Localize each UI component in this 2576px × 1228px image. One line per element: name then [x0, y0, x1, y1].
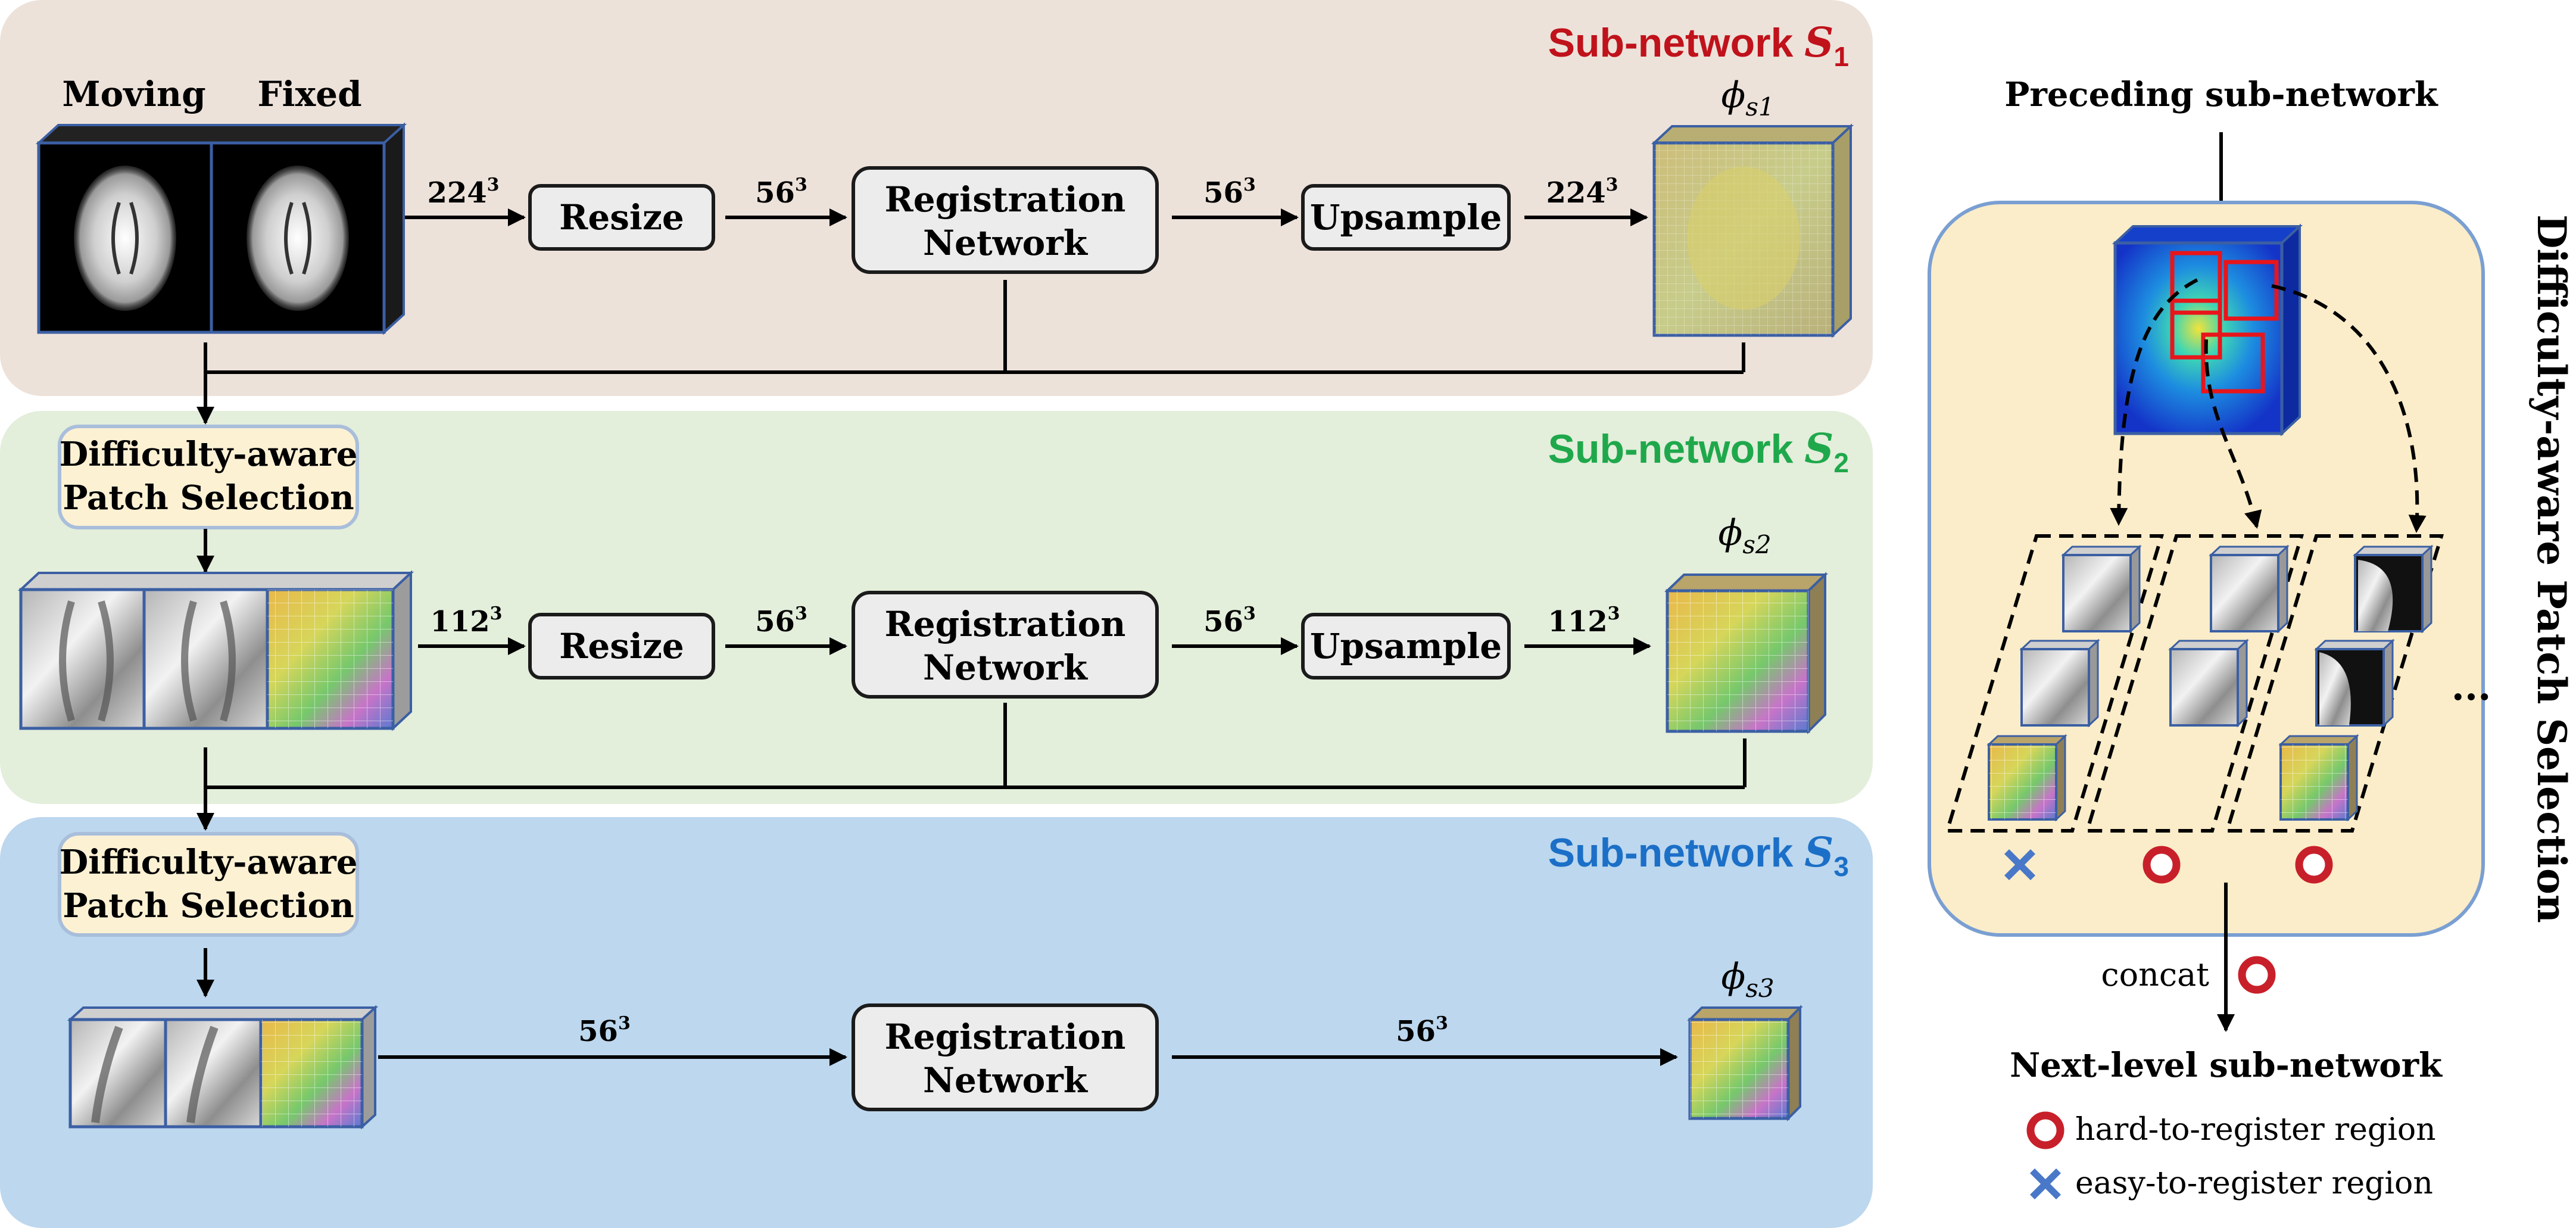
next-level-subnetwork-label: Next-level sub-network [2010, 1046, 2443, 1085]
size-label: 2243 [1546, 174, 1618, 210]
upsample-label-1: Upsample [1310, 197, 1502, 238]
legend-easy-marker [2030, 1168, 2061, 1199]
difficulty-heatmap-volume [2112, 223, 2303, 437]
resize-label-2: Resize [559, 626, 684, 666]
patch-group-1 [1944, 534, 2165, 833]
patch-group-2-volumes [2168, 544, 2290, 728]
patch-selection-box-2 [58, 832, 359, 937]
resize-label-1: Resize [559, 197, 684, 238]
subnetwork-s2-title: Sub-network S2 [1548, 425, 1849, 478]
deformation-field-s3 [1687, 1005, 1803, 1121]
resize-box-2 [528, 613, 715, 680]
deformation-field-s1 [1651, 123, 1854, 338]
size-label: 563 [755, 603, 807, 638]
more-groups-ellipsis: ... [2452, 665, 2491, 709]
phi-s3-label: ϕs3 [1721, 956, 1774, 1003]
concat-label: concat [2101, 956, 2209, 993]
size-label: 1123 [430, 603, 502, 638]
registration-network-box-3 [852, 1003, 1159, 1111]
patch-label-2b: Patch Selection [63, 886, 354, 925]
legend-hard-label: hard-to-register region [2075, 1112, 2436, 1148]
dashed-arrow-2 [2204, 339, 2262, 529]
phi-s2-label: ϕs2 [1718, 512, 1771, 559]
size-label: 563 [578, 1013, 631, 1048]
registration-label-1b: Network [923, 223, 1089, 263]
fixed-label: Fixed [257, 74, 361, 114]
registration-network-box-2 [852, 591, 1159, 699]
registration-label-3b: Network [923, 1060, 1089, 1101]
input-volume-3 [67, 1005, 379, 1130]
input-volume-2 [17, 570, 414, 731]
subnetwork-s3-title: Sub-network S3 [1548, 829, 1849, 882]
hard-marker-group-2 [2142, 846, 2181, 884]
size-label: 563 [1396, 1013, 1448, 1048]
registration-label-3a: Registration [885, 1017, 1126, 1057]
patch-selection-vertical-title: Difficulty-aware Patch Selection [2528, 214, 2575, 923]
hard-marker-concat [2238, 956, 2276, 994]
upsample-label-2: Upsample [1310, 626, 1502, 666]
resize-box-1 [528, 184, 715, 251]
subnetwork-s1-title: Sub-network S1 [1548, 19, 1849, 72]
size-label: 563 [1203, 174, 1256, 210]
legend-easy-label: easy-to-register region [2075, 1165, 2433, 1201]
deformation-field-s2 [1664, 572, 1828, 734]
legend-hard-marker [2026, 1111, 2064, 1149]
patch-label-2a: Difficulty-aware [60, 843, 358, 882]
patch-group-2 [2084, 534, 2304, 833]
moving-fixed-volume [35, 122, 407, 335]
patch-label-1a: Difficulty-aware [60, 435, 358, 474]
preceding-subnetwork-label: Preceding sub-network [2004, 75, 2438, 114]
size-label: 1123 [1548, 603, 1620, 638]
moving-label: Moving [62, 74, 205, 114]
phi-s1-label: ϕs1 [1721, 74, 1774, 121]
patch-group-3-volumes [2278, 544, 2434, 822]
size-label: 563 [1203, 603, 1256, 638]
size-label: 2243 [427, 174, 499, 210]
patch-group-1-volumes [1986, 544, 2142, 822]
upsample-box-1 [1301, 184, 1511, 251]
upsample-box-2 [1301, 613, 1511, 680]
easy-marker-group-1 [2004, 849, 2035, 880]
registration-network-box-1 [852, 166, 1159, 274]
patch-group-3 [2224, 534, 2444, 833]
registration-label-2a: Registration [885, 604, 1126, 644]
patch-label-1b: Patch Selection [63, 478, 354, 518]
hard-marker-group-3 [2295, 846, 2333, 884]
size-label: 563 [755, 174, 807, 210]
dashed-arrow-1 [2110, 278, 2198, 526]
registration-label-2b: Network [923, 647, 1089, 688]
registration-label-1a: Registration [885, 179, 1126, 220]
patch-selection-box-1 [58, 425, 359, 529]
